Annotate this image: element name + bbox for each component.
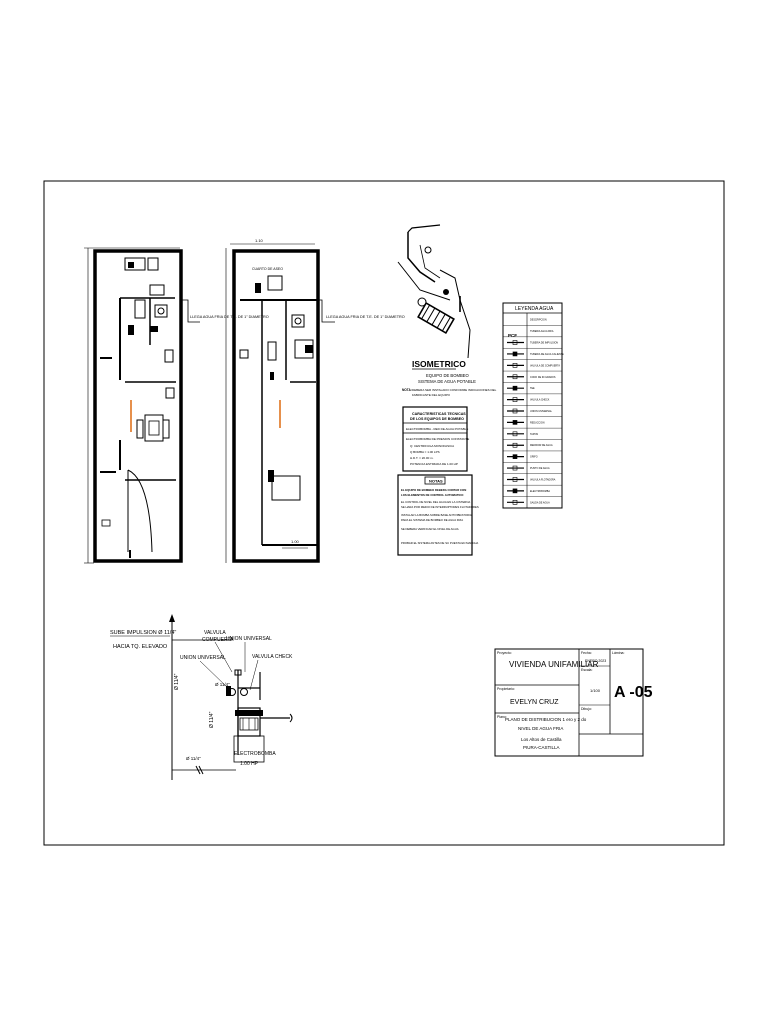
project-label: Proyecto:	[497, 651, 512, 655]
legend-title: LEYENDA AGUA	[515, 306, 554, 312]
legend-symbol-mark	[512, 351, 518, 357]
project-title: VIVIENDA UNIFAMILIAR	[509, 660, 599, 669]
legend-row-label: VALVULA DE COMPUERTA	[530, 364, 560, 367]
specs-bullet: POTENCIA ESTIMADA DE 1.00 HP	[410, 462, 458, 466]
specs-title-2: DE LOS EQUIPOS DE BOMBEO	[410, 417, 464, 421]
legend-row-label: TUBERIA DE AGUA CALIENTE	[530, 353, 564, 356]
valvula-compuerta-label-2: COMPUERTA	[202, 637, 234, 643]
legend-row-label: VALVULA CHECK	[530, 399, 550, 402]
owner-label: Propietario:	[497, 687, 515, 691]
escala-label: Escala:	[581, 668, 593, 672]
legend-symbol-mark	[512, 499, 518, 505]
isometric-nota-2: FABRICANTE DEL EQUIPO	[412, 393, 451, 397]
isometric-title: ISOMETRICO	[412, 359, 466, 369]
legend-row-label: VALVULA FLOTADORA	[530, 478, 556, 481]
union-universal-left-label: UNION UNIVERSAL	[180, 655, 226, 661]
location-line-2: PIURA-CASTILLA	[523, 745, 560, 750]
legend-symbol-mark	[512, 465, 518, 471]
plan-1-note: LLEGA AGUA FRIA DE T.E. DE 1" DIAMETRO	[190, 315, 269, 319]
legend-row-label: TAPON	[530, 433, 538, 436]
vertical-dim-2: Ø 11/4"	[209, 711, 215, 728]
isometric-nota-label: NOTA:	[402, 388, 412, 392]
legend-row-label: CODO DE 90 GRADOS	[530, 376, 556, 379]
dibujo-label: Dibujo:	[581, 707, 592, 711]
escala-value: 1/100	[590, 688, 601, 693]
plano-line-2: NIVEL DE AGUA FRIA	[518, 726, 563, 731]
legend-row-label: UNION UNIVERSAL	[530, 410, 553, 413]
title-block: Proyecto: VIVIENDA UNIFAMILIAR Propietar…	[494, 648, 653, 757]
fecha-label: Fecha:	[581, 651, 592, 655]
notas-line: EL EQUIPO DE BOMBEO DEBERA CONTAR CON	[401, 488, 466, 492]
sheet-border	[43, 180, 725, 846]
plan-2-bottom-dim: 1.00	[291, 539, 300, 544]
valvula-compuerta-label-1: VALVULA	[204, 630, 226, 636]
specs-bullet: Q: CENTRIFUGA MONOFASICA	[410, 444, 454, 448]
pump-detail: SUBE IMPULSION Ø 11/4" HACIA TQ. ELEVADO…	[110, 614, 293, 780]
electrobomba-label-2: 1.00 HP	[240, 761, 259, 767]
legend-symbol-mark	[512, 408, 518, 414]
diam-bottom-label: Ø 11/4"	[186, 756, 201, 761]
legend-symbol-mark	[512, 488, 518, 494]
diam-mid-label: Ø 11/4"	[215, 682, 230, 687]
vertical-dim-1: Ø 11/4"	[174, 673, 180, 690]
water-legend: LEYENDA AGUA DESCRIPCION TUBERIA AGUA FRI…	[502, 302, 564, 509]
notas-line: INSTALAR LA BOMBA SOBRE BASE ANTIVIBRATO…	[401, 513, 472, 517]
electrobomba-label-1: ELECTROBOMBA	[234, 751, 276, 757]
plan-2-note: LLEGA AGUA FRIA DE T.E. DE 1" DIAMETRO	[326, 315, 405, 319]
legend-symbol-mark	[512, 442, 518, 448]
legend-row-label: TUBERIA AGUA FRIA	[530, 330, 554, 333]
legend-symbol-mark	[512, 397, 518, 402]
owner-name: EVELYN CRUZ	[510, 699, 559, 706]
legend-row-label: ELECTROBOMBA	[530, 490, 550, 493]
specs-bullet: H.D.T. = 20.00 m.	[410, 456, 434, 460]
isometric-nota-1: DEBERA SER INSTALADO CONFORME INDICACION…	[412, 388, 497, 392]
location-line-1: Los Altos de Castilla	[521, 737, 562, 742]
hacia-label: HACIA TQ. ELEVADO	[113, 644, 168, 650]
legend-symbol-mark	[512, 363, 518, 368]
isometric-pump-system: ISOMETRICO EQUIPO DE BOMBEO SISTEMA DE A…	[397, 224, 497, 556]
legend-symbol-mark	[512, 385, 518, 391]
notas-title: NOTAS	[429, 479, 443, 484]
plan-2-top-dim: 1.10	[255, 238, 264, 243]
legend-row-label: TUBERIA DE IMPULSION	[530, 342, 558, 345]
plano-line-1: PLANO DE DISTRIBUCION 1 ero y 2 do	[505, 717, 587, 722]
specs-bullet: Q BOMBA = 1.00 LPS	[410, 450, 440, 454]
valvula-check-label: VALVULA CHECK	[252, 654, 293, 660]
legend-symbol-mark	[512, 340, 518, 345]
isometric-subtitle-2: SISTEMA DE AGUA POTABLE	[418, 379, 476, 384]
floor-plan-second-level: 1.10 CUARTO DE ASEO LLEGA AGUA FRIA DE T…	[225, 238, 405, 563]
legend-symbol-mark	[512, 454, 518, 459]
floor-plan-first-level: LLEGA AGUA FRIA DE T.E. DE 1" DIAMETRO	[84, 247, 269, 564]
legend-row-label: REDUCCION	[530, 421, 545, 424]
union-universal-top-label: UNION UNIVERSAL	[226, 636, 272, 642]
legend-row-label: DESCRIPCION	[530, 319, 547, 322]
legend-row-label: PUNTO DE AGUA	[530, 467, 550, 470]
sube-label: SUBE IMPULSION Ø 11/4"	[110, 630, 176, 636]
notas-line: SE HARA POR MEDIO DE INTERRUPTORES FLOTA…	[401, 505, 479, 509]
plano-label: Plano:	[497, 715, 507, 719]
lamina-label: Lámina:	[612, 651, 624, 655]
legend-row-label: GRIFO	[530, 456, 538, 459]
plan-2-top-label: CUARTO DE ASEO	[252, 267, 283, 271]
specs-line-1: ELECTROBOMBA - RED DE AGUA POTABLE	[406, 427, 468, 431]
notas-line: SE DEBERA VERIFICAR EL NIVEL DE AGUA	[401, 527, 459, 531]
legend-symbol-mark	[512, 420, 518, 425]
specs-title-1: CARACTERISTICAS TECNICAS	[412, 412, 466, 416]
legend-pcf-symbol: PCF	[508, 333, 517, 338]
legend-symbol-mark	[512, 374, 518, 380]
fecha-value: ENERO 2023	[585, 659, 606, 663]
legend-row-label: SALIDA DE AGUA	[530, 501, 550, 504]
sheet-number: A -05	[614, 684, 653, 701]
notas-line: PARA EL SISTEMA DE BOMBEO DE AGUA FRIA	[401, 518, 463, 522]
notas-line: LOS ELEMENTOS DE CONTROL AUTOMATICO	[401, 493, 464, 497]
notas-line: EL CONTROL DE NIVEL DEL AGUA EN LA CISTE…	[401, 500, 470, 504]
specs-line-2: ELECTROBOMBA DE PRESION CONSTANTE	[406, 437, 469, 441]
legend-row-label: TEE	[530, 387, 535, 390]
legend-symbol-mark	[512, 431, 518, 437]
legend-symbol-mark	[512, 477, 518, 482]
isometric-subtitle-1: EQUIPO DE BOMBEO	[426, 373, 470, 378]
legend-row-label: MEDIDOR DE AGUA	[530, 444, 553, 447]
notas-line: PROBAR EL SISTEMA ANTES DE SU PUESTA EN …	[401, 541, 478, 545]
